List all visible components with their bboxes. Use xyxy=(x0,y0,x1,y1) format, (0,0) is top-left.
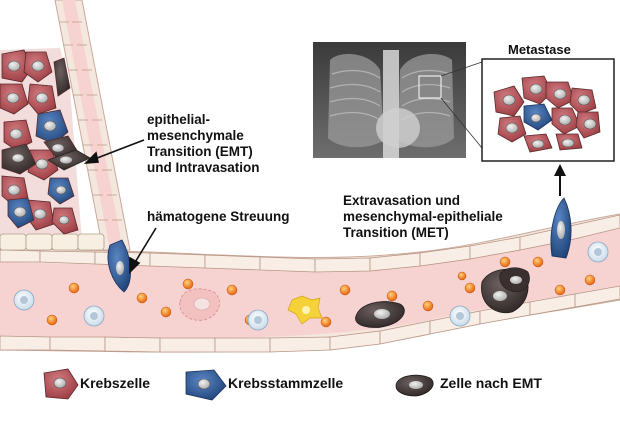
legend-cancer-cell-label: Krebszelle xyxy=(80,375,151,391)
label-arrows xyxy=(83,139,157,274)
intravasating-stem-cell xyxy=(107,239,131,293)
legend-emt-cell-icon xyxy=(395,374,434,397)
primary-tumor xyxy=(0,48,105,251)
emt-label: epithelial- mesenchymale Transition (EMT… xyxy=(147,112,260,176)
legend-cancer-cell-icon xyxy=(43,368,79,400)
arrow-to-metastasis xyxy=(554,164,566,196)
metastasis-inset xyxy=(481,58,615,162)
diagonal-vessel xyxy=(54,0,131,251)
met-label: Extravasation und mesenchymal-epithelial… xyxy=(343,193,503,241)
chest-xray xyxy=(313,42,466,158)
emt-label-line2: mesenchymale xyxy=(147,128,244,143)
emt-label-line1: epithelial- xyxy=(147,112,211,127)
zoom-connector xyxy=(440,61,483,149)
met-label-line3: Transition (MET) xyxy=(343,225,449,240)
legend-stem-cell-icon xyxy=(185,369,227,401)
blood-cells xyxy=(13,241,609,331)
metastasis-title: Metastase xyxy=(508,42,571,57)
emt-label-line4: und Intravasation xyxy=(147,160,260,175)
legend-emt-cell-label: Zelle nach EMT xyxy=(440,375,542,391)
emt-label-line3: Transition (EMT) xyxy=(147,144,253,159)
legend-stem-cell-label: Krebsstammzelle xyxy=(228,375,344,391)
legend-icons xyxy=(43,368,434,401)
met-label-line2: mesenchymal-epitheliale xyxy=(343,209,503,224)
extravasating-stem-cell xyxy=(550,197,572,259)
met-label-line1: Extravasation und xyxy=(343,193,461,208)
haematogenous-label: hämatogene Streuung xyxy=(147,209,290,224)
